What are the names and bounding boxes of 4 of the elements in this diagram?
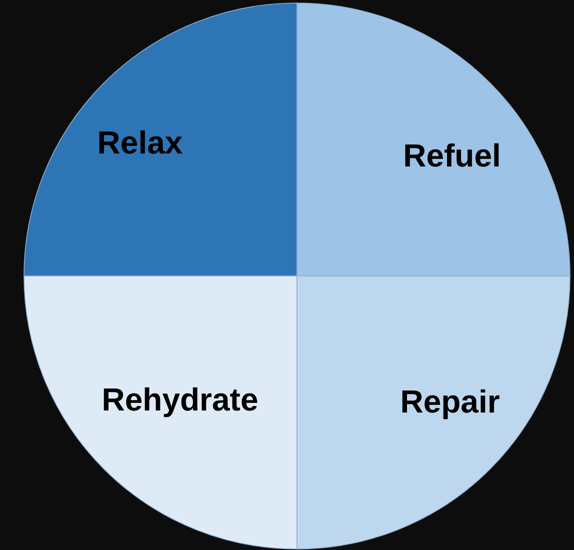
segment-label: Refuel [403, 138, 501, 174]
segment-label: Rehydrate [102, 382, 258, 418]
segment-label: Repair [400, 384, 500, 420]
segment-label: Relax [97, 124, 183, 162]
